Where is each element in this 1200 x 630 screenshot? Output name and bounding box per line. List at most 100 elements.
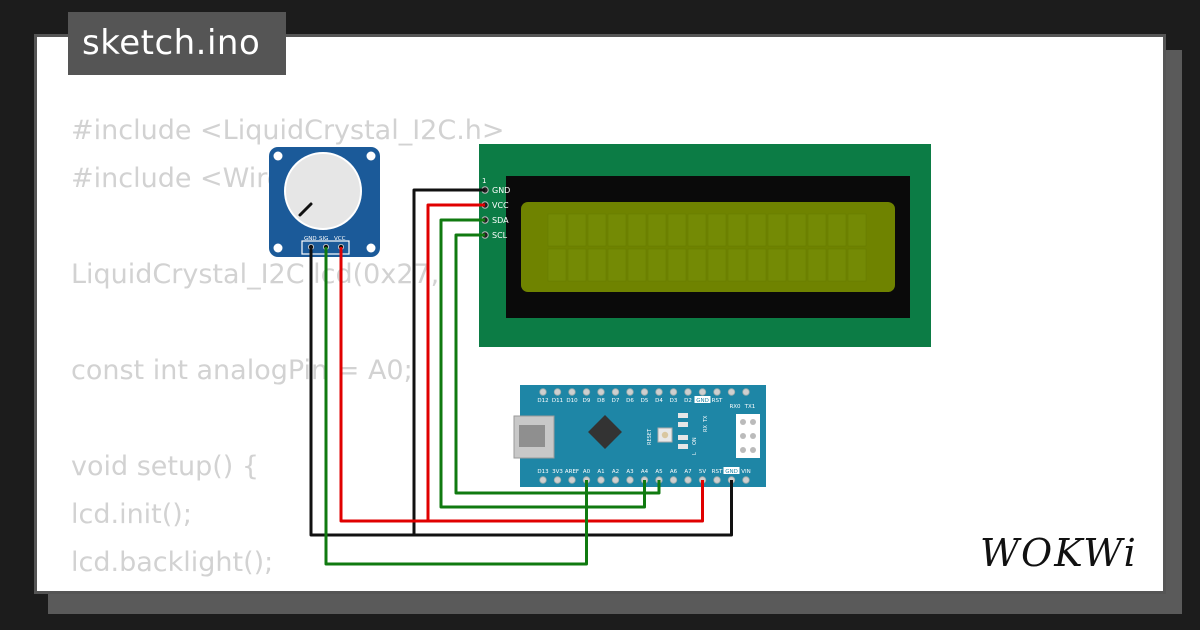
lcd-char-cell [707,213,727,247]
nano-pin-rx0 [727,388,736,396]
lcd-char-cell [627,248,647,282]
lcd-char-cell [667,213,687,247]
wire-pot-vcc [339,247,703,523]
nano-pin-label: A0 [583,469,591,475]
nano-pin-d10 [568,388,576,396]
nano-pin-label: A5 [655,469,663,475]
nano-pin-label: A2 [612,469,619,475]
code-background: #include <LiquidCrystal_I2C.h> #include … [71,107,505,591]
nano-pin-label: AREF [565,469,579,475]
lcd-pin-label: SDA [492,216,509,225]
wire-pot-gnd [309,247,732,537]
code-line: lcd.init(); [71,499,192,530]
lcd-char-cell [787,248,807,282]
nano-pin-label: 5V [699,469,706,475]
lcd-character-cells [547,213,867,282]
nano-pin-d2 [684,388,692,396]
wire-pot-sig [324,247,588,566]
lcd-pin-1-label: 1 [482,177,486,185]
lcd-char-cell [767,213,787,247]
pot-pin-label: VCC [334,236,346,242]
wires [309,188,733,566]
code-line: lcd.backlight(); [71,547,274,578]
pot-pin-label: GND [304,236,317,242]
icsp-pin [750,447,756,453]
lcd-char-cell [847,213,867,247]
code-line: #include <LiquidCrystal_I2C.h> [71,115,505,146]
lcd-char-cell [667,248,687,282]
wire-lcd-scl [454,233,661,495]
lcd-pin-label: VCC [492,201,509,210]
nano-pin-label: D6 [626,398,634,404]
lcd-char-cell [847,248,867,282]
nano-pin-label: GND [696,398,709,404]
nano-pin-label: A4 [641,469,649,475]
nano-pin-label: 3V3 [552,469,563,475]
nano-pin-a6 [669,476,678,484]
nano-pin-3v3 [553,476,562,484]
gnd-label-bg [694,396,711,403]
nano-pin-d7 [611,388,620,396]
lcd-char-cell [807,213,827,247]
nano-pin-a3 [626,476,634,484]
nano-pin-label: D10 [566,398,578,404]
nano-pin-d11 [553,388,562,396]
nano-pin-vin [742,476,750,484]
nano-pin-label: A6 [670,469,678,475]
tx-label: TX [703,415,709,423]
icsp-pin [750,419,756,425]
potentiometer-knob[interactable] [284,152,362,230]
lcd-char-cell [707,248,727,282]
nano-pin-a1 [597,476,605,484]
nano-pin-label: RST [712,469,723,475]
nano-pin-label: D2 [684,398,692,404]
wire-lcd-sda [439,218,646,509]
code-line: LiquidCrystal_I2C lcd(0x27, [71,259,440,290]
gnd-label-bg [723,467,740,474]
nano-pin-label: D8 [597,398,605,404]
led-l-label: L [692,452,698,455]
lcd-char-cell [547,213,567,247]
nano-pin-a2 [611,476,620,484]
pot-pin-label: SIG [319,236,328,242]
nano-pin-rst [713,476,721,484]
lcd-char-cell [827,248,847,282]
nano-pin-label: D9 [583,398,591,404]
lcd-char-cell [767,248,787,282]
icsp-header [740,419,756,453]
nano-pin-d9 [582,388,591,396]
svg-text:WOKWi: WOKWi [980,531,1138,575]
lcd-char-cell [547,248,567,282]
lcd-char-cell [587,213,607,247]
nano-pin-d12 [539,388,547,396]
nano-pin-label: D12 [537,398,548,404]
lcd-char-cell [587,248,607,282]
nano-pin-label: A3 [626,469,634,475]
nano-pin-label: D4 [655,398,663,404]
lcd-char-cell [687,248,707,282]
led-on-label: ON [692,437,698,445]
nano-pin-label: RST [712,398,723,404]
icsp-pin [740,419,746,425]
icsp-pin [740,447,746,453]
nano-pin-label: GND [725,469,738,475]
nano-pin-d4 [655,388,663,396]
nano-pin-d3 [669,388,678,396]
lcd-char-cell [607,213,627,247]
nano-pin-label: VIN [741,469,751,475]
lcd-char-cell [727,248,747,282]
code-line: const int analogPin = A0; [71,355,413,386]
lcd-char-cell [627,213,647,247]
sketch-title-tab[interactable]: sketch.ino [68,12,286,75]
nano-pin-tx1 [742,388,750,396]
nano-pin-label: D11 [552,398,563,404]
mcu-chip [588,415,622,449]
lcd-char-cell [567,248,587,282]
reset-label: RESET [647,428,653,445]
nano-pin-label: TX1 [744,404,756,410]
